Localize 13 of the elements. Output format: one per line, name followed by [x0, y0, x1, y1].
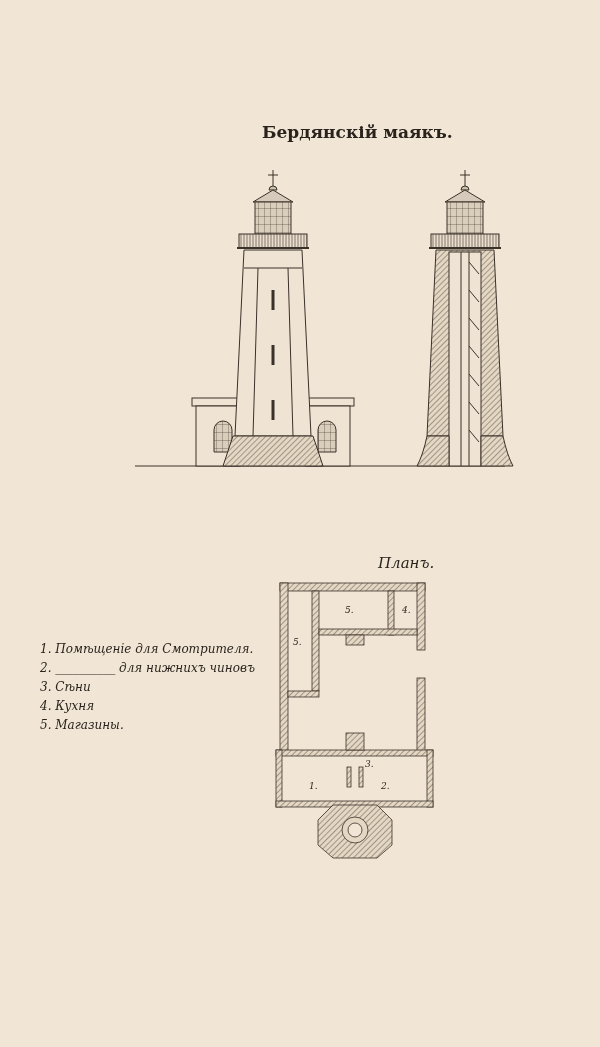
- plan-heading: Планъ.: [378, 553, 435, 574]
- room-number: 5.: [293, 636, 302, 649]
- room-number: 5.: [345, 604, 354, 617]
- legend-text: 5. Магазины.: [40, 717, 124, 734]
- legend-text: 4. Кухня: [40, 698, 95, 715]
- legend-text: 3. Сѣни: [40, 679, 91, 696]
- legend-text: 1. Помѣщеніе для Смотрителя.: [40, 641, 254, 658]
- legend-text: 2. __________ для нижнихъ чиновъ: [40, 660, 255, 677]
- room-number: 1.: [309, 780, 318, 793]
- title: Бердянскій маякъ.: [262, 121, 453, 144]
- room-number: 3.: [365, 758, 374, 771]
- room-number: 4.: [402, 604, 411, 617]
- room-number: 2.: [381, 780, 390, 793]
